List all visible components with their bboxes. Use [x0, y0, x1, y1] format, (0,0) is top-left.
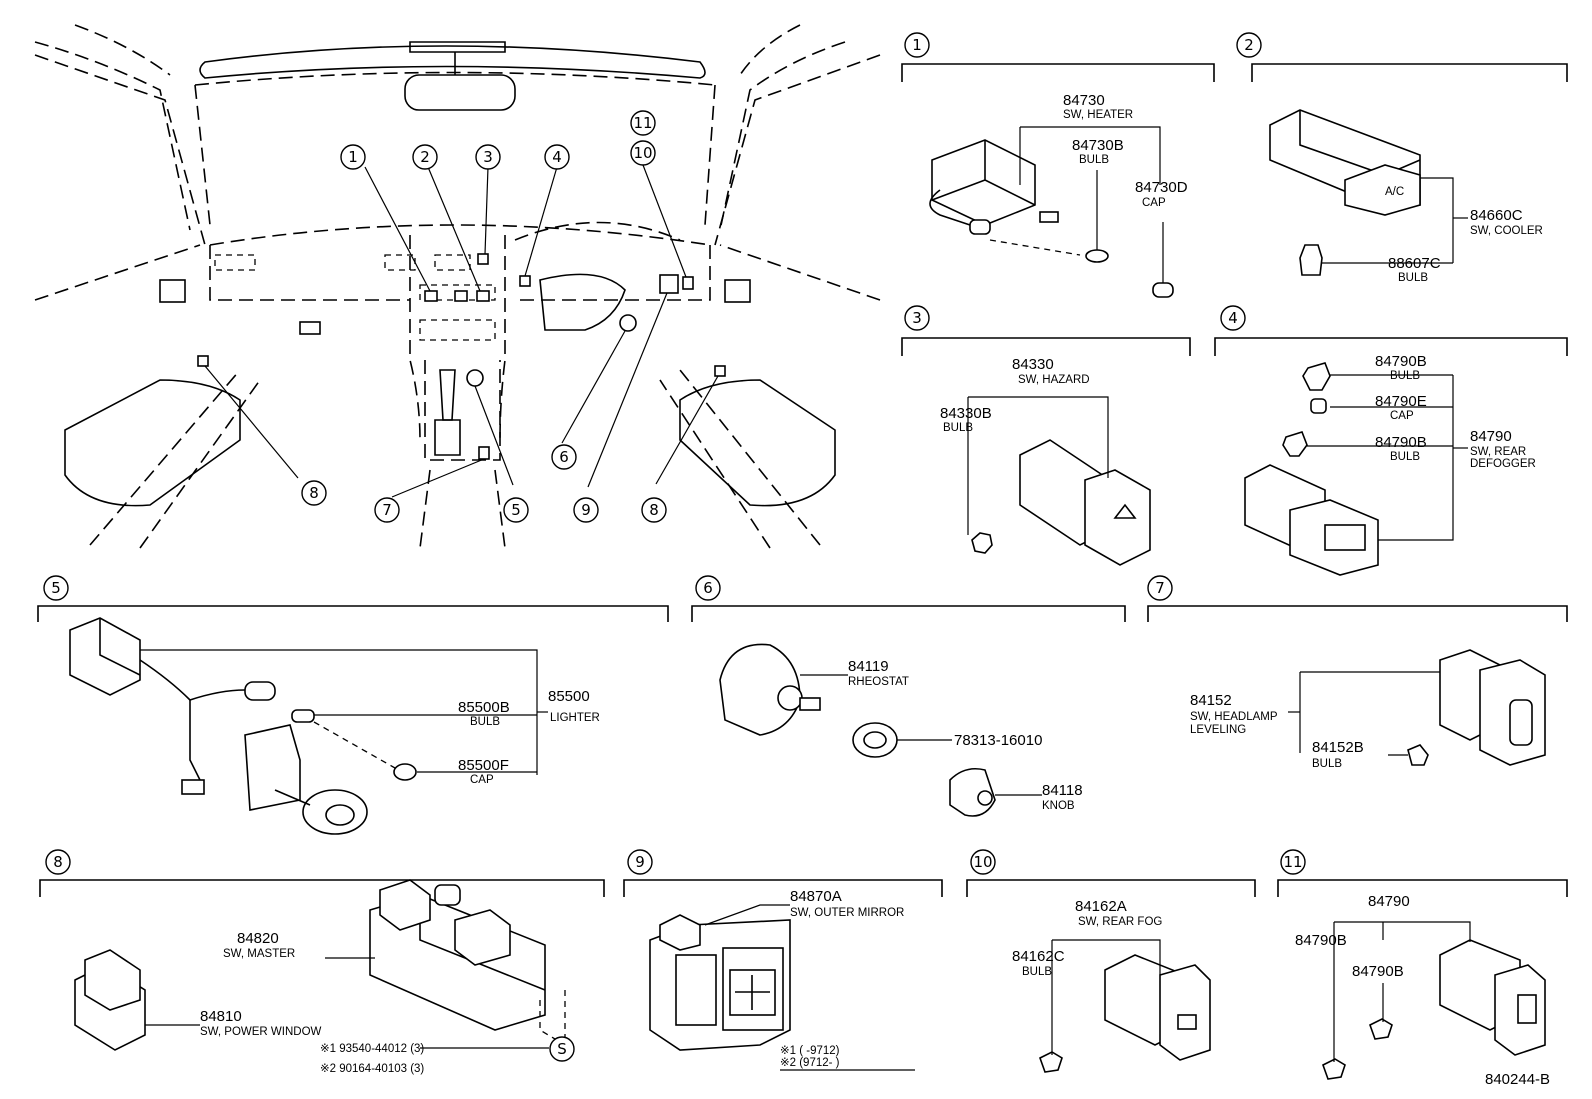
section-9: 9 84870A SW, OUTER MIRROR ※1 ( -9712) ※2… — [623, 849, 943, 1071]
part-84162A: 84162A — [1075, 898, 1127, 915]
part-84118-desc: KNOB — [1042, 800, 1075, 812]
part-84330B-desc: BULB — [943, 422, 973, 434]
section-11-number: 11 — [1283, 853, 1302, 871]
part-85500-desc: LIGHTER — [550, 712, 600, 724]
part-84820-desc: SW, MASTER — [223, 948, 295, 960]
part-84820: 84820 — [237, 930, 279, 947]
part-84330-desc: SW, HAZARD — [1018, 374, 1090, 386]
note-mirror-2: ※2 (9712- ) — [780, 1057, 840, 1069]
part-85500F: 85500F — [458, 757, 509, 774]
part-84790B-a: 84790B — [1375, 353, 1427, 370]
part-84330B: 84330B — [940, 405, 992, 422]
part-84660C-desc: SW, COOLER — [1470, 225, 1543, 237]
note-mirror-1: ※1 ( -9712) — [780, 1045, 840, 1057]
section-8: 8 S 84820 SW, MASTER 84810 SW, POWER WIN… — [39, 849, 605, 1075]
part-84730: 84730 — [1063, 92, 1105, 109]
section-8-number: 8 — [53, 853, 63, 871]
part-78313-16010: 78313-16010 — [954, 732, 1042, 749]
note-1: ※1 93540-44012 (3) — [320, 1043, 424, 1055]
knob-ac-label: A/C — [1385, 186, 1404, 198]
callout-7: 7 — [382, 501, 392, 519]
part-84162C-desc: BULB — [1022, 966, 1052, 978]
part-84790B-b-desc: BULB — [1390, 451, 1420, 463]
section-1: 1 84730 SW, HEATER 84730B BULB 84730D CA… — [901, 32, 1215, 298]
part-88607C: 88607C — [1388, 255, 1441, 272]
callout-3: 3 — [483, 148, 493, 166]
section-3: 3 84330 SW, HAZARD 84330B BULB — [901, 305, 1191, 566]
section-5-number: 5 — [51, 579, 61, 597]
section-2-number: 2 — [1244, 36, 1254, 54]
section-6: 6 84119 RHEOSTAT 78313-16010 84118 KNOB — [691, 575, 1126, 817]
part-84152B: 84152B — [1312, 739, 1364, 756]
section-10: 10 84162A SW, REAR FOG 84162C BULB — [966, 849, 1256, 1073]
diagram-id: 840244-B — [1485, 1071, 1550, 1088]
part-84152: 84152 — [1190, 692, 1232, 709]
section-10-number: 10 — [973, 853, 992, 871]
section-4: 4 84790B BULB 84790E CAP 84790B BULB 847… — [1214, 305, 1568, 576]
callout-1: 1 — [348, 148, 358, 166]
callout-6: 6 — [559, 448, 569, 466]
part-84790: 84790 — [1470, 428, 1512, 445]
interior-overview: 1 2 3 4 11 10 8 7 5 6 9 8 — [34, 24, 881, 549]
callout-9: 9 — [581, 501, 591, 519]
part-84119: 84119 — [848, 658, 889, 675]
part-84162A-desc: SW, REAR FOG — [1078, 916, 1162, 928]
section-3-number: 3 — [912, 309, 922, 327]
part-85500F-desc: CAP — [470, 774, 494, 786]
part-84790B-s11-b: 84790B — [1352, 963, 1404, 980]
part-85500B-desc: BULB — [470, 716, 500, 728]
note-2: ※2 90164-40103 (3) — [320, 1063, 424, 1075]
part-84162C: 84162C — [1012, 948, 1065, 965]
callout-8-left: 8 — [309, 484, 319, 502]
section-7: 7 84152 SW, HEADLAMP LEVELING 84152B BUL… — [1147, 575, 1568, 770]
callout-11: 11 — [633, 114, 652, 132]
section-7-number: 7 — [1155, 579, 1165, 597]
section-11: 11 84790 84790B 84790B — [1277, 849, 1568, 1080]
part-84790-s11: 84790 — [1368, 893, 1410, 910]
screw-symbol-s: S — [557, 1040, 567, 1058]
part-84730B: 84730B — [1072, 137, 1124, 154]
part-84790-desc2: DEFOGGER — [1470, 458, 1536, 470]
part-84790E-desc: CAP — [1390, 410, 1414, 422]
part-84119-desc: RHEOSTAT — [848, 676, 909, 688]
part-84152B-desc: BULB — [1312, 758, 1342, 770]
part-84790B-s11-a: 84790B — [1295, 932, 1347, 949]
part-85500B: 85500B — [458, 699, 510, 716]
callout-2: 2 — [420, 148, 430, 166]
part-88607C-desc: BULB — [1398, 272, 1428, 284]
part-84730-desc: SW, HEATER — [1063, 109, 1133, 121]
part-84790-desc: SW, REAR — [1470, 446, 1526, 458]
part-84790B-a-desc: BULB — [1390, 370, 1420, 382]
part-84730B-desc: BULB — [1079, 154, 1109, 166]
callout-10: 10 — [633, 144, 652, 162]
part-84870A: 84870A — [790, 888, 842, 905]
callout-5: 5 — [511, 501, 521, 519]
part-84152-desc: SW, HEADLAMP — [1190, 711, 1278, 723]
part-84152-desc2: LEVELING — [1190, 724, 1246, 736]
part-84790B-b: 84790B — [1375, 434, 1427, 451]
part-84730D: 84730D — [1135, 179, 1188, 196]
part-84118: 84118 — [1042, 782, 1083, 799]
part-84330: 84330 — [1012, 356, 1054, 373]
section-6-number: 6 — [703, 579, 713, 597]
part-84810: 84810 — [200, 1008, 242, 1025]
part-84870A-desc: SW, OUTER MIRROR — [790, 907, 904, 919]
part-84790E: 84790E — [1375, 393, 1427, 410]
section-1-number: 1 — [912, 36, 922, 54]
section-2: 2 A/C 84660C SW, COOLER 88607C BULB — [1236, 32, 1568, 284]
part-84660C: 84660C — [1470, 207, 1523, 224]
section-4-number: 4 — [1228, 309, 1238, 327]
part-85500: 85500 — [548, 688, 590, 705]
part-84730D-desc: CAP — [1142, 197, 1166, 209]
section-9-number: 9 — [635, 853, 645, 871]
callout-8-right: 8 — [649, 501, 659, 519]
section-5: 5 85500B BULB 85500 LIGHTER 85500F CAP — [37, 575, 669, 835]
callout-4: 4 — [552, 148, 562, 166]
part-84810-desc: SW, POWER WINDOW — [200, 1026, 322, 1038]
